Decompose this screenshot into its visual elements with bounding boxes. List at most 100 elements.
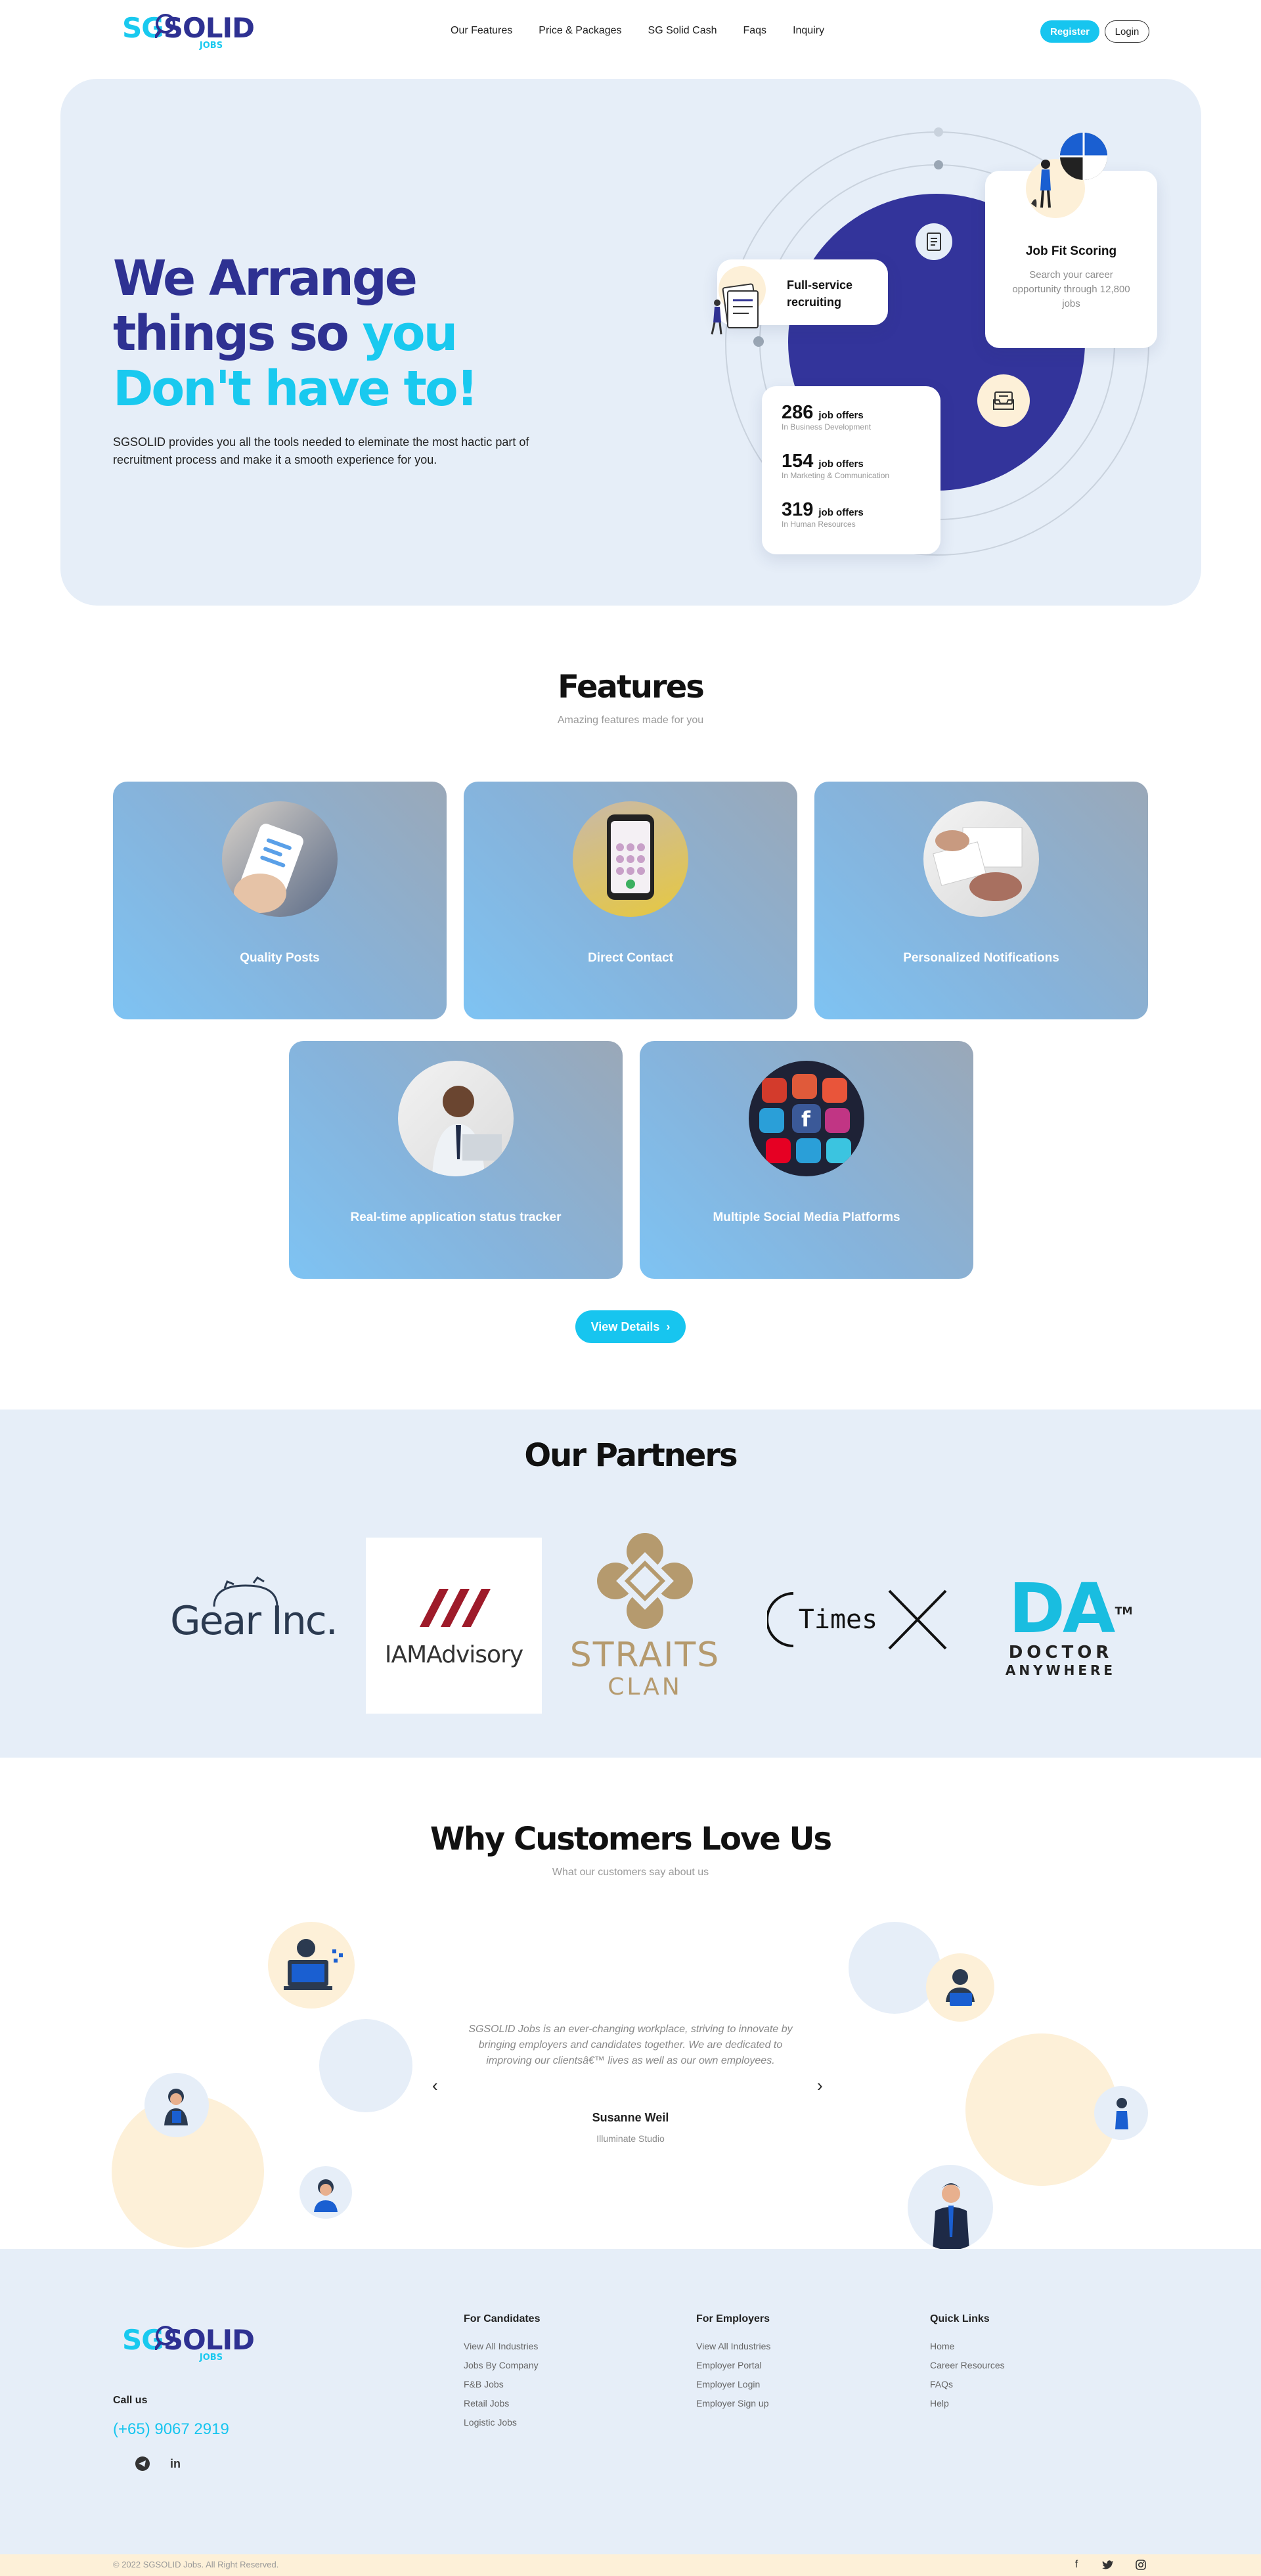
job-offer-category: In Human Resources — [782, 520, 856, 529]
job-fit-card: Job Fit Scoring Search your career oppor… — [985, 133, 1157, 348]
feature-label: Multiple Social Media Platforms — [713, 1210, 900, 1224]
features-subtitle: Amazing features made for you — [557, 715, 704, 726]
view-details-button[interactable]: View Details › — [575, 1310, 686, 1343]
feature-card-quality-posts[interactable]: Quality Posts — [113, 782, 447, 1019]
footer-link[interactable]: Retail Jobs — [464, 2398, 510, 2409]
feature-card-social-media[interactable]: f Multiple Social Media Platforms — [640, 1041, 973, 1279]
testimonials-subtitle: What our customers say about us — [552, 1867, 709, 1878]
job-fit-description: Search your career opportunity through 1… — [1012, 269, 1130, 309]
partner-name-sub: DOCTOR — [1008, 1643, 1113, 1662]
hero-title-line2: things so — [113, 305, 363, 362]
nav-links: Our Features Price & Packages SG Solid C… — [451, 25, 851, 37]
partner-logo-doctor-anywhere: DA TM DOCTOR ANYWHERE — [990, 1567, 1133, 1685]
footer: SGSOLID JOBS For Candidates View All Ind… — [0, 2249, 1261, 2554]
recruiting-illustration — [705, 266, 766, 338]
partner-name: DA — [1008, 1568, 1116, 1649]
inbox-icon — [977, 374, 1030, 427]
logo-solid: SOLID — [163, 12, 255, 44]
partner-name: IAMAdvisory — [384, 1641, 523, 1668]
hero-title: We Arrange things so you Don't have to! — [113, 250, 479, 417]
feature-label: Real-time application status tracker — [350, 1210, 562, 1224]
hero-title-line3: Don't have to! — [113, 361, 479, 417]
partner-name: Times — [798, 1605, 878, 1635]
twitter-icon[interactable] — [1099, 2556, 1117, 2573]
orbit-dot — [934, 127, 943, 137]
phone-number[interactable]: (+65) 9067 2919 — [113, 2420, 229, 2438]
chevron-left-icon[interactable]: ‹ — [432, 2076, 438, 2095]
customer-avatar-standing — [1094, 2086, 1148, 2140]
partner-name: STRAITS — [569, 1635, 720, 1675]
footer-link[interactable]: F&B Jobs — [464, 2379, 504, 2389]
customer-avatar-laptop — [926, 1953, 994, 2022]
testimonial-quote: SGSOLID Jobs is an ever-changing workpla… — [468, 2024, 793, 2066]
customer-avatar-suit — [908, 2165, 993, 2250]
partner-name-sub: CLAN — [608, 1674, 682, 1700]
documents-photo — [923, 801, 1039, 917]
footer-link[interactable]: Employer Sign up — [696, 2398, 769, 2409]
bottom-bar: © 2022 SGSOLID Jobs. All Right Reserved.… — [0, 2554, 1261, 2576]
nav-sg-solid-cash[interactable]: SG Solid Cash — [648, 25, 717, 36]
decor-bubble — [319, 2019, 412, 2112]
document-icon — [916, 223, 952, 260]
nav-inquiry[interactable]: Inquiry — [793, 25, 825, 36]
decor-bubble — [849, 1922, 940, 2014]
copyright-text: © 2022 SGSOLID Jobs. All Right Reserved. — [113, 2560, 279, 2569]
chevron-right-icon: › — [666, 1320, 671, 1333]
footer-logo[interactable]: SGSOLID JOBS — [122, 2326, 255, 2363]
feature-label: Quality Posts — [240, 951, 320, 965]
footer-link[interactable]: View All Industries — [696, 2341, 771, 2351]
top-navigation: SGSOLID JOBS Our Features Price & Packag… — [0, 0, 1261, 64]
partner-logo-straits-clan: STRAITS CLAN — [566, 1532, 724, 1729]
orbit-dot — [753, 336, 764, 347]
testimonial-name: Susanne Weil — [592, 2111, 669, 2124]
hero-title-line1: We Arrange — [113, 250, 418, 307]
instagram-icon[interactable] — [1132, 2556, 1149, 2573]
job-offer-category: In Business Development — [782, 422, 872, 432]
feature-label: Direct Contact — [588, 951, 673, 965]
partners-section: Our Partners Gear Inc. IAMAdvisory STRAI… — [0, 1410, 1261, 1758]
full-service-label: Full-service recruiting — [787, 278, 853, 309]
footer-link[interactable]: Career Resources — [930, 2360, 1005, 2370]
footer-link[interactable]: Home — [930, 2341, 955, 2351]
phone-dial-photo — [573, 801, 688, 917]
footer-link[interactable]: Employer Login — [696, 2379, 761, 2389]
job-offer-row: 319 job offers In Human Resources — [782, 499, 864, 529]
job-offer-label: job offers — [818, 507, 864, 518]
footer-col-title-quick-links: Quick Links — [930, 2313, 990, 2324]
chevron-right-icon[interactable]: › — [817, 2076, 823, 2095]
footer-link[interactable]: Logistic Jobs — [464, 2417, 517, 2428]
site-logo[interactable]: SGSOLID JOBS — [122, 12, 255, 51]
customer-avatar-girl — [299, 2166, 352, 2219]
facebook-icon[interactable]: f — [1074, 2559, 1078, 2570]
view-details-label: View Details — [590, 1320, 660, 1333]
login-button[interactable]: Login — [1105, 20, 1149, 43]
footer-link[interactable]: View All Industries — [464, 2341, 539, 2351]
feature-label: Personalized Notifications — [903, 951, 1059, 965]
job-offer-count: 319 — [782, 499, 814, 520]
register-button[interactable]: Register — [1040, 20, 1099, 43]
hero-description: SGSOLID provides you all the tools neede… — [113, 435, 529, 466]
full-service-card: Full-service recruiting — [711, 259, 888, 335]
nav-price-packages[interactable]: Price & Packages — [539, 25, 622, 36]
footer-link[interactable]: FAQs — [930, 2379, 954, 2389]
footer-link[interactable]: Employer Portal — [696, 2360, 762, 2370]
footer-link[interactable]: Jobs By Company — [464, 2360, 539, 2370]
feature-card-direct-contact[interactable]: Direct Contact — [464, 782, 797, 1019]
logo-jobs: JOBS — [199, 2353, 223, 2363]
magnifier-icon — [155, 14, 175, 38]
linkedin-icon[interactable]: in — [170, 2456, 181, 2470]
testimonial-company: Illuminate Studio — [596, 2133, 665, 2144]
footer-link[interactable]: Help — [930, 2398, 949, 2409]
nav-our-features[interactable]: Our Features — [451, 25, 513, 36]
pie-chart-illustration — [1018, 125, 1110, 223]
job-offer-count: 154 — [782, 451, 814, 472]
nav-faqs[interactable]: Faqs — [743, 25, 767, 36]
hero-title-you: you — [362, 305, 458, 362]
orbit-dot — [934, 160, 943, 169]
partner-name-sub2: ANYWHERE — [1005, 1662, 1117, 1678]
telegram-icon[interactable] — [134, 2455, 151, 2472]
feature-card-personalized-notifications[interactable]: Personalized Notifications — [814, 782, 1148, 1019]
feature-card-status-tracker[interactable]: Real-time application status tracker — [289, 1041, 623, 1279]
